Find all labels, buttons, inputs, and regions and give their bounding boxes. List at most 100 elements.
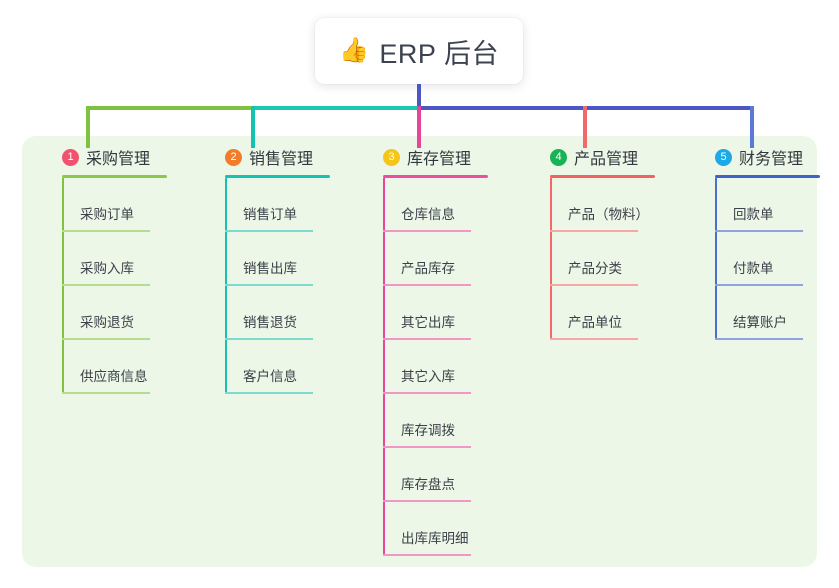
submodule-item[interactable]: 出库库明细 xyxy=(383,502,526,556)
module-title: 财务管理 xyxy=(739,151,804,168)
submodule-item[interactable]: 采购入库 xyxy=(62,232,205,286)
submodule-underline xyxy=(715,284,803,286)
submodule-item[interactable]: 销售订单 xyxy=(225,178,368,232)
submodule-item[interactable]: 客户信息 xyxy=(225,340,368,394)
submodule-item[interactable]: 其它入库 xyxy=(383,340,526,394)
submodule-label: 销售订单 xyxy=(243,207,297,222)
submodule-label: 结算账户 xyxy=(733,315,787,330)
modules-panel xyxy=(22,136,817,567)
submodule-list: 产品（物料） 产品分类产品单位 xyxy=(530,178,693,340)
submodule-underline xyxy=(550,338,638,340)
module-column-2: 2 销售管理销售订单销售出库销售退货客户信息 xyxy=(205,146,368,394)
submodule-underline xyxy=(62,392,150,394)
submodule-label: 产品（物料） xyxy=(568,207,649,222)
submodule-label: 其它出库 xyxy=(401,315,455,330)
submodule-label: 产品库存 xyxy=(401,261,455,276)
submodule-list: 销售订单销售出库销售退货客户信息 xyxy=(205,178,368,394)
module-number-badge: 1 xyxy=(62,148,79,166)
submodule-underline xyxy=(715,230,803,232)
module-header-underline xyxy=(550,175,655,178)
submodule-item[interactable]: 产品分类 xyxy=(550,232,693,286)
module-header-underline xyxy=(715,175,820,178)
submodule-rail xyxy=(715,178,717,340)
submodule-label: 付款单 xyxy=(733,261,774,276)
submodule-rail xyxy=(225,178,227,394)
submodule-rail xyxy=(62,178,64,394)
submodule-underline xyxy=(550,284,638,286)
submodule-label: 其它入库 xyxy=(401,369,455,384)
module-number-badge: 4 xyxy=(550,148,567,166)
submodule-item[interactable]: 库存盘点 xyxy=(383,448,526,502)
submodule-underline xyxy=(383,284,471,286)
submodule-label: 回款单 xyxy=(733,207,774,222)
submodule-item[interactable]: 采购订单 xyxy=(62,178,205,232)
submodule-label: 采购入库 xyxy=(80,261,134,276)
submodule-label: 仓库信息 xyxy=(401,207,455,222)
submodule-item[interactable]: 采购退货 xyxy=(62,286,205,340)
module-header-5[interactable]: 5 财务管理 xyxy=(695,146,839,168)
submodule-item[interactable]: 付款单 xyxy=(715,232,839,286)
module-column-1: 1 采购管理采购订单采购入库采购退货供应商信息 xyxy=(42,146,205,394)
submodule-underline xyxy=(383,446,471,448)
submodule-label: 产品分类 xyxy=(568,261,622,276)
submodule-item[interactable]: 结算账户 xyxy=(715,286,839,340)
module-header-4[interactable]: 4 产品管理 xyxy=(530,146,693,168)
module-header-underline xyxy=(383,175,488,178)
submodule-label: 供应商信息 xyxy=(80,369,148,384)
module-header-3[interactable]: 3 库存管理 xyxy=(363,146,526,168)
submodule-item[interactable]: 销售退货 xyxy=(225,286,368,340)
module-title: 销售管理 xyxy=(249,151,314,168)
module-number-badge: 2 xyxy=(225,148,242,166)
submodule-label: 采购退货 xyxy=(80,315,134,330)
root-title-text: ERP 后台 xyxy=(379,38,499,69)
submodule-label: 出库库明细 xyxy=(401,531,469,546)
submodule-underline xyxy=(62,338,150,340)
submodule-underline xyxy=(550,230,638,232)
submodule-item[interactable]: 其它出库 xyxy=(383,286,526,340)
module-number-badge: 5 xyxy=(715,148,732,166)
module-title: 库存管理 xyxy=(407,151,472,168)
thumbs-up-icon: 👍 xyxy=(339,37,370,64)
submodule-item[interactable]: 回款单 xyxy=(715,178,839,232)
submodule-label: 采购订单 xyxy=(80,207,134,222)
submodule-underline xyxy=(383,392,471,394)
submodule-underline xyxy=(225,230,313,232)
submodule-underline xyxy=(225,392,313,394)
submodule-label: 销售退货 xyxy=(243,315,297,330)
module-column-5: 5 财务管理回款单付款单结算账户 xyxy=(695,146,839,340)
module-header-underline xyxy=(62,175,167,178)
submodule-label: 销售出库 xyxy=(243,261,297,276)
root-node-label: 👍 ERP 后台 xyxy=(339,32,499,71)
submodule-item[interactable]: 仓库信息 xyxy=(383,178,526,232)
submodule-underline xyxy=(383,230,471,232)
submodule-underline xyxy=(383,338,471,340)
submodule-underline xyxy=(62,230,150,232)
submodule-item[interactable]: 库存调拨 xyxy=(383,394,526,448)
submodule-list: 仓库信息产品库存其它出库其它入库库存调拨库存盘点出库库明细 xyxy=(363,178,526,556)
module-column-4: 4 产品管理产品（物料） 产品分类产品单位 xyxy=(530,146,693,340)
module-title: 产品管理 xyxy=(574,151,639,168)
submodule-item[interactable]: 供应商信息 xyxy=(62,340,205,394)
submodule-underline xyxy=(225,338,313,340)
submodule-item[interactable]: 销售出库 xyxy=(225,232,368,286)
submodule-label: 客户信息 xyxy=(243,369,297,384)
submodule-list: 采购订单采购入库采购退货供应商信息 xyxy=(42,178,205,394)
submodule-item[interactable]: 产品单位 xyxy=(550,286,693,340)
module-header-2[interactable]: 2 销售管理 xyxy=(205,146,368,168)
module-title: 采购管理 xyxy=(86,151,151,168)
submodule-underline xyxy=(715,338,803,340)
root-node-card[interactable]: 👍 ERP 后台 xyxy=(315,18,523,84)
submodule-underline xyxy=(225,284,313,286)
submodule-item[interactable]: 产品库存 xyxy=(383,232,526,286)
submodule-underline xyxy=(383,500,471,502)
module-header-underline xyxy=(225,175,330,178)
submodule-underline xyxy=(383,554,471,556)
submodule-rail xyxy=(383,178,385,556)
module-header-1[interactable]: 1 采购管理 xyxy=(42,146,205,168)
submodule-list: 回款单付款单结算账户 xyxy=(695,178,839,340)
module-column-3: 3 库存管理仓库信息产品库存其它出库其它入库库存调拨库存盘点出库库明细 xyxy=(363,146,526,556)
submodule-item[interactable]: 产品（物料） xyxy=(550,178,693,232)
module-number-badge: 3 xyxy=(383,148,400,166)
